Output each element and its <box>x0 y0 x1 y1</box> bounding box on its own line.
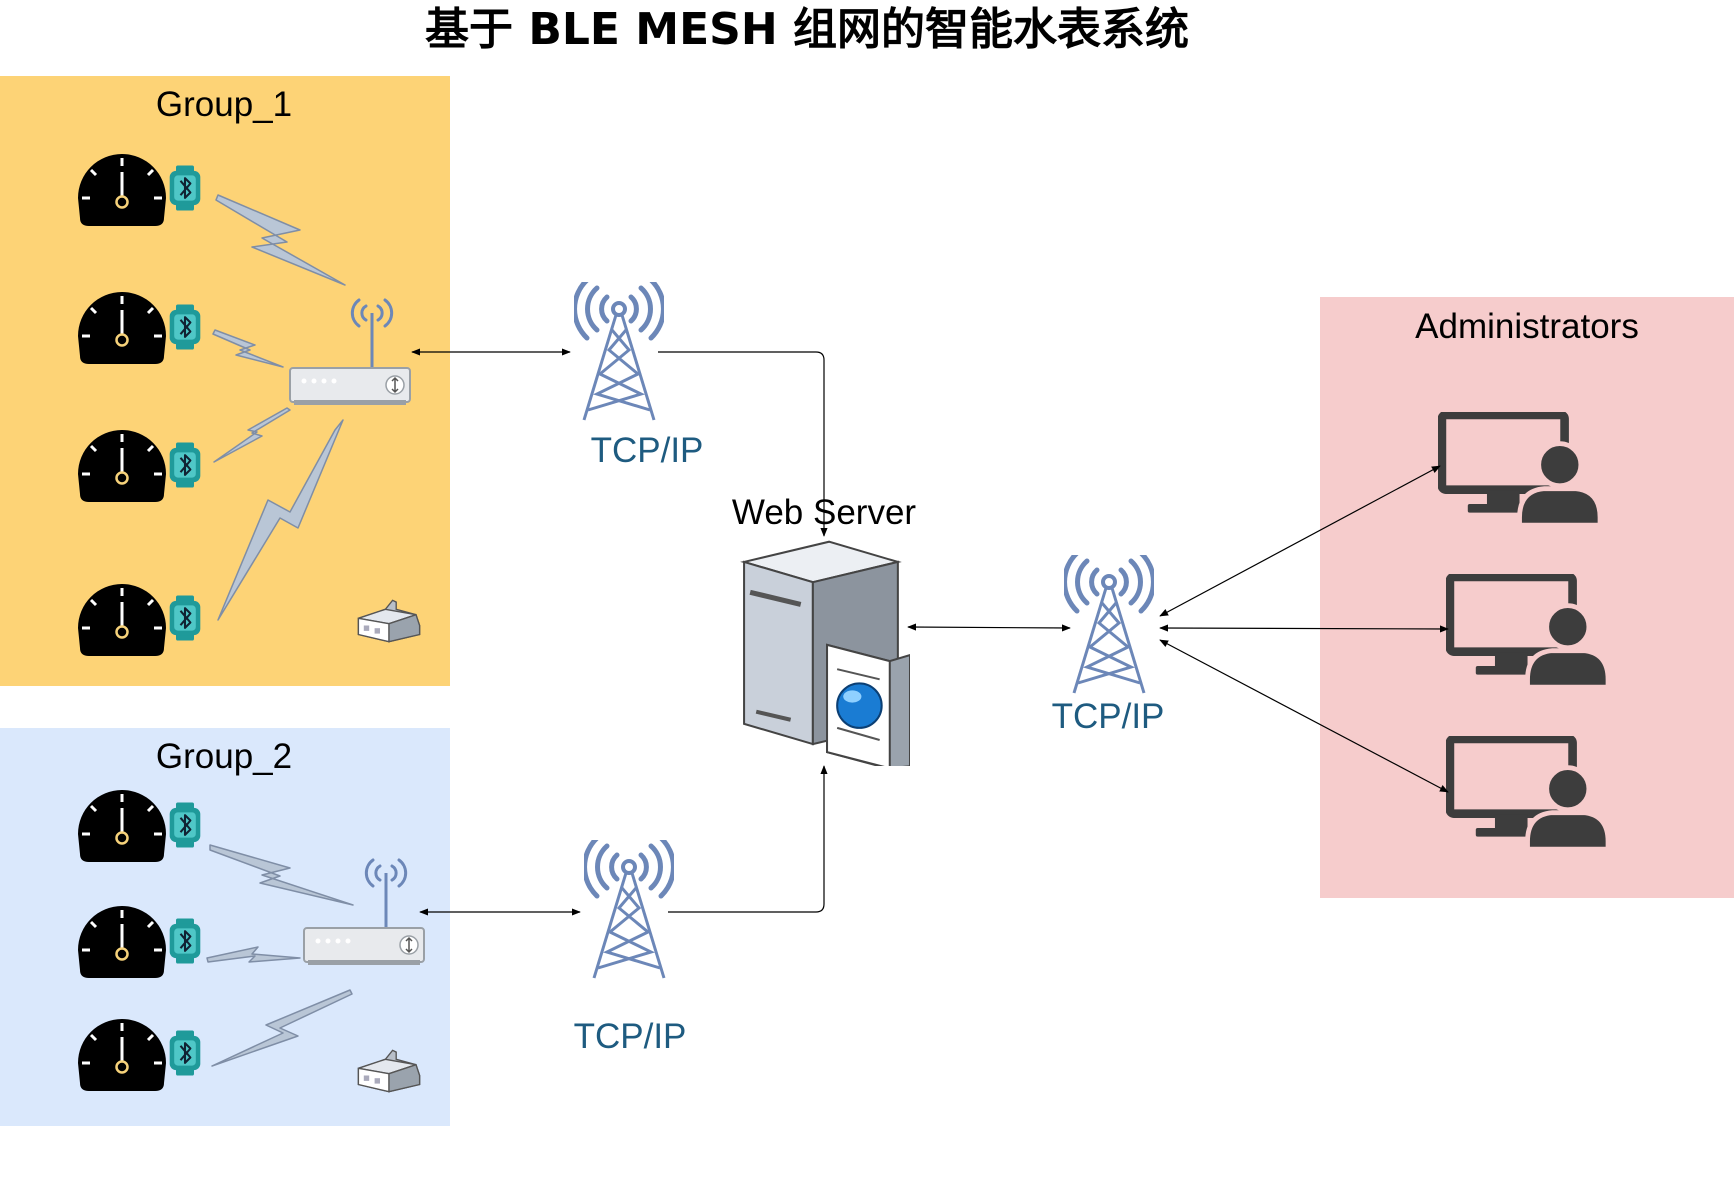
tower-1-server-link <box>658 351 828 537</box>
lightning-icon <box>209 844 354 906</box>
lightning-icon <box>217 419 344 621</box>
tower-2-server-link <box>668 765 828 913</box>
tower-3-label: TCP/IP <box>1052 697 1165 736</box>
bluetooth-module-icon <box>168 918 202 964</box>
server-tower-3-link <box>907 623 1071 632</box>
bluetooth-module-icon <box>168 802 202 848</box>
bluetooth-module-icon <box>168 442 202 488</box>
lightning-icon <box>212 329 284 368</box>
administrators-panel <box>1320 297 1734 898</box>
bluetooth-module-icon <box>168 1030 202 1076</box>
group-1-label: Group_1 <box>156 85 292 124</box>
bluetooth-module-icon <box>168 165 202 211</box>
tower-3-admin-3-link <box>1159 639 1449 793</box>
lightning-icon <box>215 194 346 286</box>
web-server-icon <box>744 542 910 769</box>
tower-1-label: TCP/IP <box>591 431 704 470</box>
connectors <box>411 348 1449 916</box>
bluetooth-module-icon <box>168 595 202 641</box>
lightning-icon <box>206 946 301 963</box>
wireless-links-group-1 <box>212 194 346 621</box>
lightning-icon <box>211 989 353 1067</box>
radio-tower-icon <box>575 280 664 420</box>
tower-3-admin-1-link <box>1159 465 1441 617</box>
wireless-links-group-2 <box>206 844 354 1067</box>
radio-tower-icon <box>1065 553 1154 693</box>
administrators-label: Administrators <box>1415 307 1639 346</box>
tower-2-label: TCP/IP <box>574 1017 687 1056</box>
tower-3-admin-2-link <box>1159 624 1449 633</box>
group-2-meters <box>77 788 202 1093</box>
radio-tower-icon <box>585 838 674 978</box>
bluetooth-module-icon <box>168 304 202 350</box>
group-2-label: Group_2 <box>156 737 292 776</box>
lightning-icon <box>213 407 291 463</box>
diagram-title: 基于 BLE MESH 组网的智能水表系统 <box>425 4 1189 55</box>
